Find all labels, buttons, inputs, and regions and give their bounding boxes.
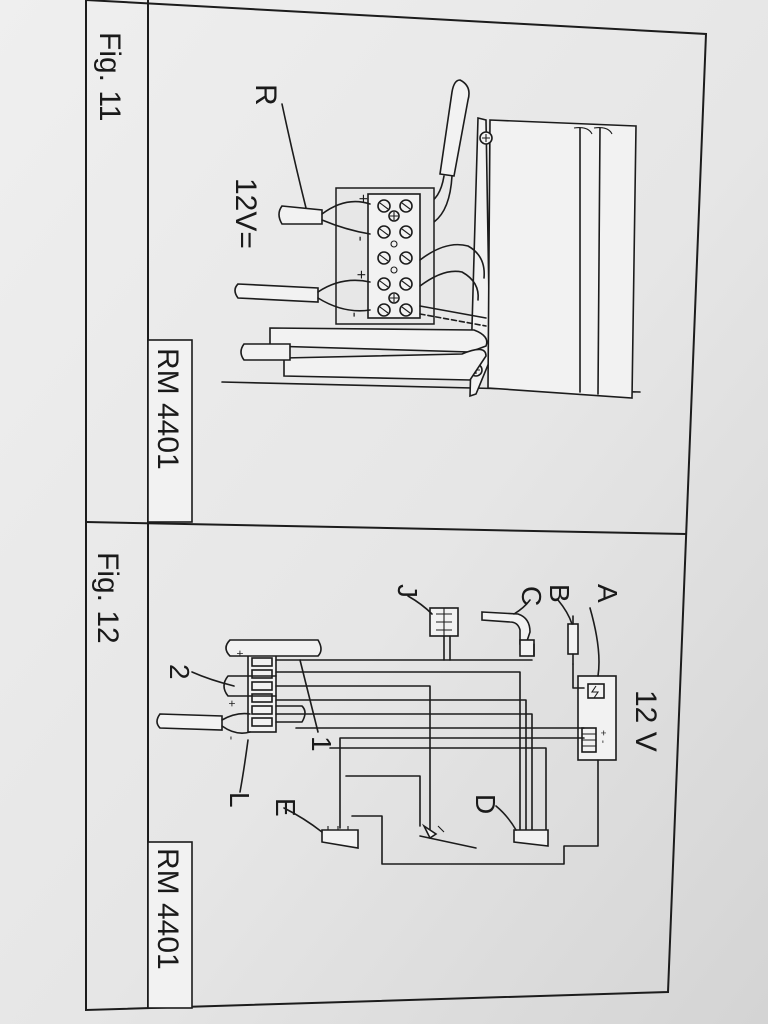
leader-e <box>283 807 323 833</box>
jumper-loop-top <box>225 639 322 657</box>
fig11-housing <box>469 116 637 399</box>
leader-j <box>407 595 433 615</box>
fig11-wire-4 <box>419 313 487 327</box>
leader-b <box>557 599 573 625</box>
fig11-label-voltage: 12V= <box>229 178 262 249</box>
strip-plus-sign: + <box>233 650 247 657</box>
fig12-title: Fig. 12 <box>91 552 124 644</box>
terminal-screw-icon <box>399 303 413 317</box>
terminal-strip-cell <box>251 693 273 703</box>
lead-r-plus-sign: + <box>354 194 371 203</box>
terminal-screw-icon <box>399 225 413 239</box>
terminal-screw-icon <box>377 251 391 265</box>
board-minus-sign: - <box>597 740 608 743</box>
fig12-model-box: RM 4401 <box>147 841 193 1009</box>
terminal-screw-icon <box>399 277 413 291</box>
terminal-screw-icon <box>399 199 413 213</box>
jumper-loop-mid <box>223 675 277 697</box>
lead-2-plus-sign: + <box>352 270 369 279</box>
fig11-model-box: RM 4401 <box>147 339 193 523</box>
terminal-center-screw-bottom-icon <box>388 292 400 304</box>
fig11-label-r: R <box>249 84 282 106</box>
fig11-wire-3 <box>419 305 487 319</box>
label-j: J <box>392 584 423 598</box>
component-j-connector <box>429 607 459 637</box>
fig11-supply-lead-r: + - <box>278 194 371 241</box>
lead-r-minus-sign: - <box>352 236 369 241</box>
cable-2-minus-sign: - <box>225 736 239 740</box>
terminal-strip-cell <box>251 705 273 715</box>
terminal-screw-icon <box>377 277 391 291</box>
fig11-r-leader-line <box>281 103 307 209</box>
leader-1 <box>299 659 319 733</box>
terminal-screw-icon <box>399 251 413 265</box>
bus-wires <box>275 635 599 865</box>
leader-a <box>589 607 600 677</box>
terminal-strip-cell <box>251 717 273 727</box>
fig11-model-label: RM 4401 <box>151 348 184 470</box>
fig11-title: Fig. 11 <box>93 32 126 122</box>
board-plus-sign: + <box>597 730 608 736</box>
label-2: 2 <box>164 664 195 680</box>
label-d: D <box>470 794 501 814</box>
lead-2-minus-sign: - <box>346 312 363 317</box>
housing-screw-top-icon <box>479 131 493 145</box>
label-l: L <box>224 792 255 808</box>
fig11-supply-lead-2: + - <box>234 270 371 317</box>
label-b: B <box>544 584 575 603</box>
component-l-terminal-strip <box>247 653 277 733</box>
fig11-cable-bottom-2 <box>283 348 487 381</box>
fig11-wire-loop-2 <box>419 270 479 301</box>
fig11-wire-loop-1 <box>419 243 485 279</box>
component-b-fuse <box>567 615 585 689</box>
fig12-voltage: 12 V <box>629 690 662 752</box>
fig12-panel: Fig. 12 RM 4401 12 V + - A B <box>91 552 662 1009</box>
terminal-strip-cell <box>251 657 273 667</box>
component-a-control-box: + - <box>577 675 617 761</box>
leader-d <box>495 805 517 831</box>
leader-c <box>513 599 531 615</box>
label-e: E <box>270 798 301 817</box>
terminal-strip-cell <box>251 669 273 679</box>
component-e-block <box>321 826 359 849</box>
figure-frame <box>85 0 708 1012</box>
leader-2 <box>191 671 235 687</box>
label-1: 1 <box>306 736 337 752</box>
terminal-screw-icon <box>377 225 391 239</box>
fig11-panel: Fig. 11 RM 4401 <box>93 32 641 523</box>
fig12-model-label: RM 4401 <box>151 848 184 970</box>
label-c: C <box>516 586 547 606</box>
terminal-screw-icon <box>377 199 391 213</box>
terminal-strip-cell <box>251 681 273 691</box>
figure-divider <box>85 521 687 535</box>
component-sensor <box>419 823 477 849</box>
fig11-cable-bottom-end <box>240 343 291 361</box>
fig11-terminal-block <box>335 187 435 325</box>
leader-l <box>239 739 249 793</box>
terminal-center-screw-top-icon <box>388 210 400 222</box>
supply-cable-2: + - <box>156 700 251 740</box>
terminal-screw-icon <box>377 303 391 317</box>
label-a: A <box>592 584 623 603</box>
component-d-block <box>513 826 549 847</box>
jumper-loop-low <box>275 705 306 723</box>
cable-2-plus-sign: + <box>225 700 239 707</box>
